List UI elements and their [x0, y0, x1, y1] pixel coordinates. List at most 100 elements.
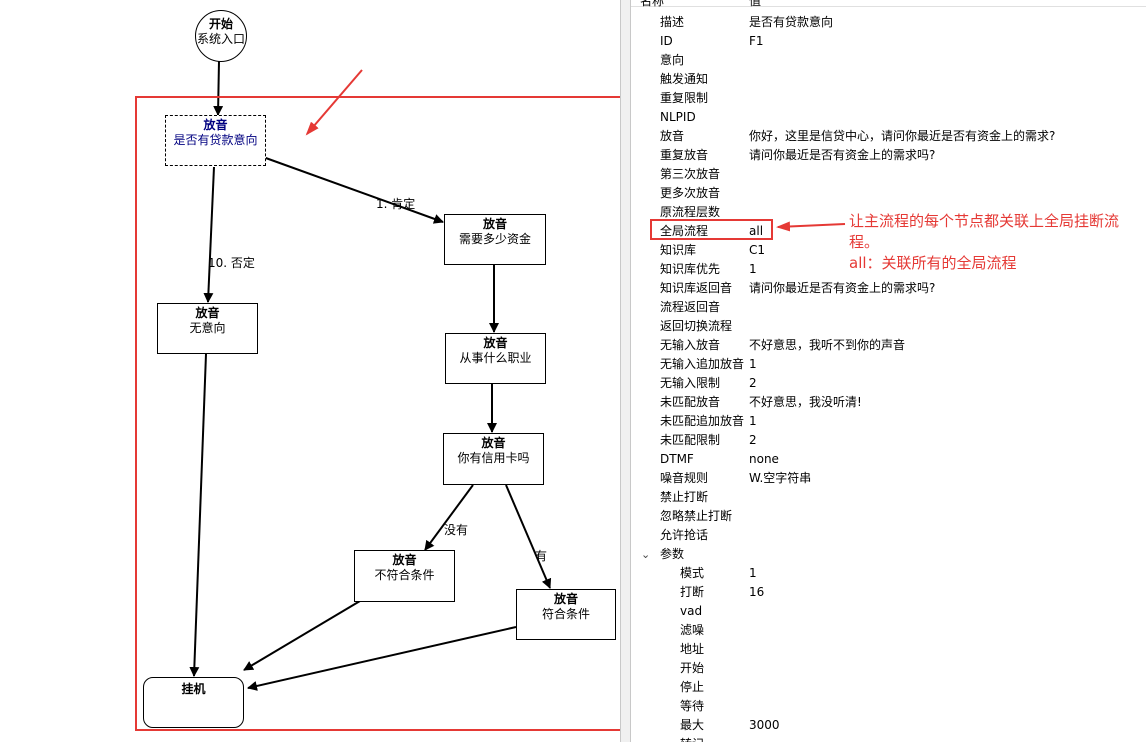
property-value[interactable]: 3000 [749, 718, 780, 732]
property-value[interactable]: 1 [749, 566, 757, 580]
property-row[interactable]: NLPID [631, 108, 1146, 127]
property-row[interactable]: 无输入放音 不好意思，我听不到你的声音 [631, 336, 1146, 355]
property-row[interactable]: 意向 [631, 51, 1146, 70]
edge-label-none: 没有 [444, 523, 469, 537]
property-name: 知识库返回音 [660, 281, 733, 295]
property-value[interactable]: 不好意思，我听不到你的声音 [749, 338, 906, 352]
property-child-row[interactable]: 停止 [631, 678, 1146, 697]
property-row[interactable]: 放音 你好，这里是信贷中心，请问你最近是否有资金上的需求? [631, 127, 1146, 146]
property-row[interactable]: 描述是否有贷款意向 [631, 13, 1146, 32]
property-child-row[interactable]: 开始 [631, 659, 1146, 678]
node-not-qualified[interactable]: 放音 不符合条件 [354, 550, 455, 602]
node-loan-intent[interactable]: 放音 是否有贷款意向 [165, 115, 266, 166]
property-value[interactable]: 请问你最近是否有资金上的需求吗? [749, 281, 936, 295]
node-subtitle: 需要多少资金 [458, 232, 531, 246]
property-value[interactable]: 不好意思，我没听清! [749, 395, 862, 409]
property-value[interactable]: 请问你最近是否有资金上的需求吗? [749, 148, 936, 162]
property-name: 允许抢话 [660, 528, 709, 542]
start-node[interactable]: 开始 系统入口 [195, 10, 247, 62]
property-child-row[interactable]: 转记 [631, 735, 1146, 742]
property-row[interactable]: 未匹配追加放音 1 [631, 412, 1146, 431]
property-row[interactable]: 重复限制 [631, 89, 1146, 108]
property-row[interactable]: 禁止打断 [631, 488, 1146, 507]
start-node-subtitle: 系统入口 [196, 32, 245, 46]
node-job[interactable]: 放音 从事什么职业 [445, 333, 546, 384]
property-value[interactable]: C1 [749, 243, 766, 257]
property-name: 模式 [680, 566, 705, 580]
end-node[interactable]: 挂机 [143, 677, 244, 728]
property-name: 全局流程 [660, 224, 709, 238]
property-row[interactable]: 全局流程 all [631, 222, 1146, 241]
property-name: 无输入放音 [660, 338, 721, 352]
property-value[interactable]: all [749, 224, 764, 238]
node-subtitle: 符合条件 [541, 607, 590, 621]
property-value[interactable]: 你好，这里是信贷中心，请问你最近是否有资金上的需求? [749, 129, 1056, 143]
property-value[interactable]: 2 [749, 433, 757, 447]
property-row[interactable]: 知识库返回音 请问你最近是否有资金上的需求吗? [631, 279, 1146, 298]
pane-splitter[interactable] [620, 0, 631, 742]
property-child-row[interactable]: 地址 [631, 640, 1146, 659]
property-value[interactable]: 是否有贷款意向 [749, 15, 834, 29]
property-row[interactable]: 更多次放音 [631, 184, 1146, 203]
property-name: 意向 [660, 53, 685, 67]
property-child-row[interactable]: vad [631, 602, 1146, 621]
property-name: 放音 [660, 129, 685, 143]
annotation-line-1: 让主流程的每个节点都关联上全局挂断流 [849, 212, 1120, 230]
property-value[interactable]: 2 [749, 376, 757, 390]
chevron-down-icon[interactable]: ⌄ [641, 548, 651, 561]
node-subtitle: 无意向 [189, 321, 226, 335]
node-title: 放音 [392, 553, 417, 567]
flow-canvas[interactable]: 开始 系统入口 放音 是否有贷款意向 放音 无意向 放音 需要多少资金 放音 从… [0, 0, 624, 742]
property-value[interactable]: 1 [749, 262, 757, 276]
property-name: 返回切换流程 [660, 319, 733, 333]
property-child-row[interactable]: 打断 16 [631, 583, 1146, 602]
annotation-note: 让主流程的每个节点都关联上全局挂断流 程。 all：关联所有的全局流程 [849, 211, 1119, 274]
property-value[interactable]: F1 [749, 34, 764, 48]
node-amount[interactable]: 放音 需要多少资金 [444, 214, 546, 265]
start-node-title: 开始 [208, 17, 233, 31]
property-name: 噪音规则 [660, 471, 709, 485]
node-credit-card[interactable]: 放音 你有信用卡吗 [443, 433, 544, 485]
property-row[interactable]: 流程返回音 [631, 298, 1146, 317]
property-value[interactable]: 1 [749, 357, 757, 371]
property-value[interactable]: W.空字符串 [749, 471, 812, 485]
property-row[interactable]: 允许抢话 [631, 526, 1146, 545]
property-row[interactable]: 噪音规则 W.空字符串 [631, 469, 1146, 488]
property-value[interactable]: none [749, 452, 779, 466]
property-name: 打断 [680, 585, 705, 599]
property-row[interactable]: 触发通知 [631, 70, 1146, 89]
property-name: 未匹配追加放音 [660, 414, 745, 428]
property-name: 禁止打断 [660, 490, 709, 504]
property-row[interactable]: 返回切换流程 [631, 317, 1146, 336]
property-row[interactable]: 第三次放音 [631, 165, 1146, 184]
property-row[interactable]: 忽略禁止打断 [631, 507, 1146, 526]
property-child-row[interactable]: 等待 [631, 697, 1146, 716]
property-child-row[interactable]: 滤噪 [631, 621, 1146, 640]
node-subtitle: 从事什么职业 [459, 351, 532, 365]
node-qualified[interactable]: 放音 符合条件 [516, 589, 616, 640]
property-name: 忽略禁止打断 [660, 509, 733, 523]
property-row[interactable]: 重复放音请问你最近是否有资金上的需求吗? [631, 146, 1146, 165]
property-value[interactable]: 1 [749, 414, 757, 428]
property-row[interactable]: 未匹配放音 不好意思，我没听清! [631, 393, 1146, 412]
property-row[interactable]: 原流程层数 [631, 203, 1146, 222]
property-child-row[interactable]: 模式 1 [631, 564, 1146, 583]
flow-connectors [189, 60, 552, 691]
property-name: 更多次放音 [660, 186, 721, 200]
edge-not-qualified-to-end [243, 600, 361, 671]
property-value[interactable]: 16 [749, 585, 765, 599]
property-name: 未匹配放音 [660, 395, 721, 409]
property-name: 触发通知 [660, 72, 709, 86]
node-no-intent[interactable]: 放音 无意向 [157, 303, 258, 354]
property-group-params[interactable]: ⌄参数 [631, 545, 1146, 564]
node-title: 放音 [553, 592, 578, 606]
property-name: 原流程层数 [660, 205, 721, 219]
